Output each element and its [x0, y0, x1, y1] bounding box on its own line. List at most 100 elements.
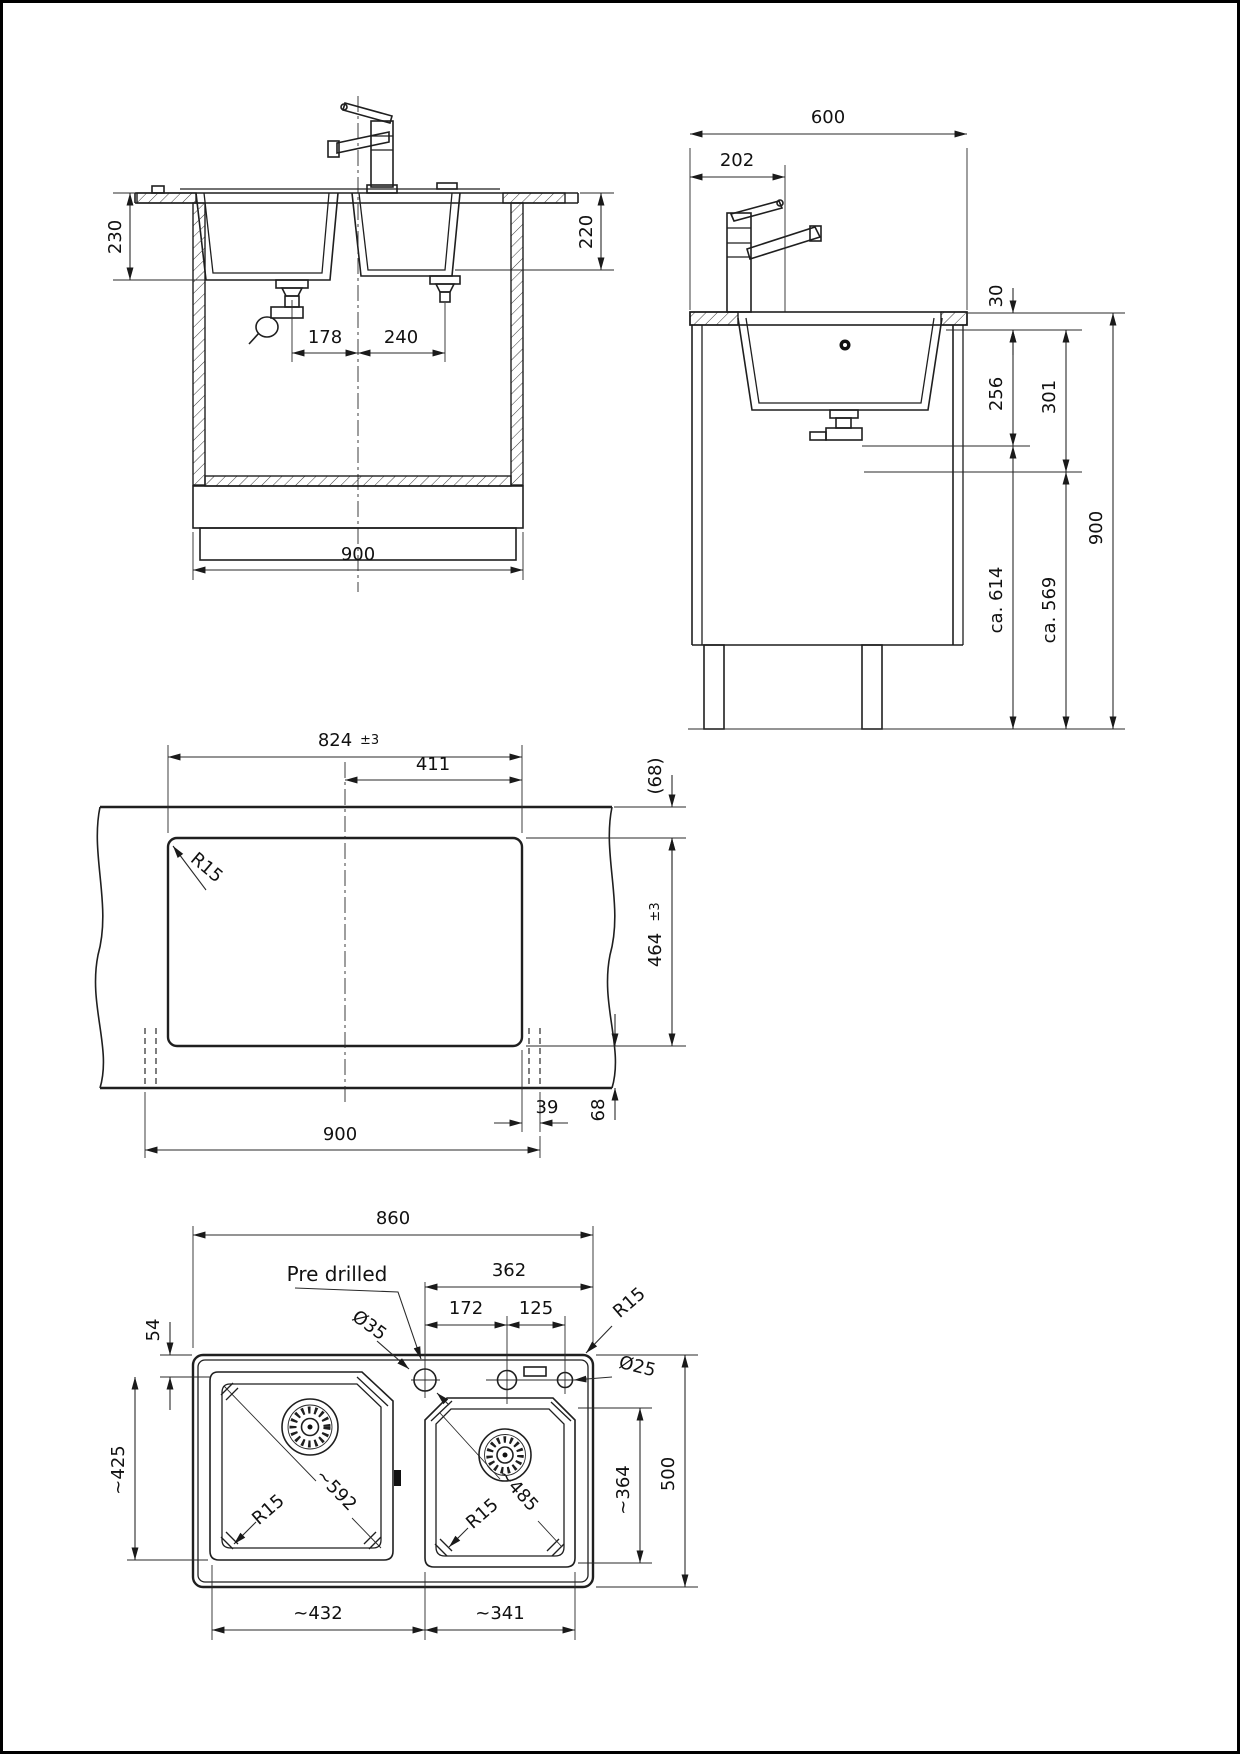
dim-right-bowl-depth: ~364: [578, 1407, 652, 1564]
svg-text:172: 172: [449, 1298, 483, 1319]
svg-text:256: 256: [986, 377, 1007, 411]
dim-center-to-edge: 411: [345, 754, 522, 784]
svg-text:R15: R15: [186, 848, 227, 887]
dim-edge-distance: 68: [588, 1014, 619, 1122]
dim-counter-depth: 600: [689, 107, 968, 310]
svg-text:240: 240: [384, 327, 418, 348]
svg-text:30: 30: [986, 285, 1007, 308]
svg-text:362: 362: [492, 1260, 526, 1281]
svg-text:~364: ~364: [613, 1465, 634, 1514]
right-bowl-section: [351, 192, 461, 277]
sink-plan-view: ~592 ~485: [108, 1208, 698, 1640]
dim-worktop-height: 900: [1086, 313, 1117, 729]
tap-hole-middle: [496, 1369, 518, 1391]
svg-text:±3: ±3: [360, 733, 379, 748]
radius-callout-cutout: R15: [172, 845, 227, 891]
dim-left-bowl-depth: ~425: [108, 1377, 208, 1561]
dim-bowl-depth-right: 220: [455, 192, 614, 271]
dim-drain-offsets: 178 240: [291, 300, 446, 362]
dim-right-offset: 39: [494, 1050, 568, 1132]
predrilled-callout: Pre drilled: [287, 1262, 422, 1360]
torn-edge-right: [606, 806, 617, 1089]
svg-text:(68): (68): [645, 758, 666, 795]
divider-slot: [394, 1470, 401, 1486]
radius-callout-top-right: R15: [585, 1283, 650, 1354]
dim-tap-hole-spacings: 172 125: [425, 1298, 565, 1329]
svg-text:~425: ~425: [108, 1445, 129, 1494]
svg-text:500: 500: [658, 1457, 679, 1491]
svg-text:125: 125: [519, 1298, 553, 1319]
predrilled-hole-35: [413, 1368, 437, 1392]
side-section-view: 600 202 30 256 301 ca. 614 ca. 569: [688, 107, 1125, 730]
hole-25: [556, 1371, 574, 1389]
left-drain-trap: [248, 279, 309, 345]
svg-text:~592: ~592: [311, 1465, 360, 1515]
dim-tap-hole-offset: 202: [690, 150, 785, 181]
left-bowl-section: [195, 192, 339, 281]
bowl-side: [737, 317, 943, 441]
cabinet-leg: [703, 644, 725, 730]
svg-text:68: 68: [588, 1099, 609, 1122]
radius-callout-left-bowl: R15: [233, 1490, 289, 1545]
dim-edge-distance-ref: (68): [526, 758, 686, 870]
cabinet-side: [688, 325, 1125, 730]
cutout-plan-view: 824 ±3 411 (68) 464 ±3 R15: [94, 730, 686, 1158]
dim-cutout-width: 824 ±3: [167, 730, 523, 833]
cabinet-front: [192, 202, 524, 561]
radius-callout-right-bowl: R15: [448, 1494, 503, 1548]
dim-cutout-depth: 464 ±3: [526, 838, 686, 1047]
hidden-cabinet-walls: [144, 1028, 541, 1088]
svg-text:39: 39: [536, 1097, 559, 1118]
dim-outlet-depth: 301: [1039, 330, 1070, 472]
dim-overall-depth: 500: [596, 1354, 698, 1588]
right-drain: [429, 275, 461, 303]
svg-text:Ø35: Ø35: [348, 1306, 390, 1345]
svg-text:600: 600: [811, 107, 845, 128]
svg-text:Ø25: Ø25: [617, 1352, 658, 1381]
svg-text:900: 900: [341, 544, 375, 565]
svg-text:860: 860: [376, 1208, 410, 1229]
right-drain-plan: [478, 1428, 532, 1482]
dim-rim-height: 30: [986, 285, 1017, 355]
svg-text:824: 824: [318, 730, 352, 751]
right-bowl-plan: ~485: [424, 1397, 576, 1568]
faucet-front: [327, 102, 398, 194]
dim-rim-width: 54: [143, 1319, 210, 1410]
dim-cabinet-width-front: 900: [192, 532, 524, 580]
sink-inner-rim: [197, 1359, 589, 1583]
dim-overall-width: 860: [192, 1208, 594, 1348]
svg-text:54: 54: [143, 1319, 164, 1342]
right-bowl-diagonal: [439, 1412, 501, 1480]
dim-cabinet-width-plan: 900: [144, 1092, 541, 1158]
dim-clearance-bowl: ca. 614: [986, 446, 1017, 729]
svg-text:230: 230: [105, 220, 126, 254]
svg-text:202: 202: [720, 150, 754, 171]
svg-text:178: 178: [308, 327, 342, 348]
svg-text:411: 411: [416, 754, 450, 775]
svg-text:900: 900: [1086, 511, 1107, 545]
countertop-side: [689, 311, 968, 326]
left-drain-plan: [281, 1398, 339, 1456]
svg-text:900: 900: [323, 1124, 357, 1145]
svg-text:301: 301: [1039, 380, 1060, 414]
overflow-slot: [523, 1366, 547, 1377]
dim-bowl-depth-side: 256: [986, 330, 1017, 446]
countertop-front: [134, 182, 579, 204]
svg-text:±3: ±3: [648, 902, 663, 921]
svg-text:ca. 569: ca. 569: [1039, 577, 1060, 644]
faucet-side: [726, 165, 822, 313]
worktop-outline: [94, 805, 617, 1090]
tap-holes: [411, 1282, 584, 1404]
accessory-tab: [436, 182, 458, 190]
dim-bowl-widths: ~432 ~341: [211, 1565, 576, 1640]
left-bowl-diagonal: [223, 1385, 317, 1482]
cabinet-leg: [861, 644, 883, 730]
svg-text:R15: R15: [609, 1283, 650, 1322]
dim-clearance-outlet: ca. 569: [1039, 472, 1070, 729]
svg-text:Pre drilled: Pre drilled: [287, 1262, 388, 1286]
front-section-view: 230 220 178 240 900: [105, 96, 614, 592]
svg-text:~432: ~432: [293, 1603, 342, 1624]
